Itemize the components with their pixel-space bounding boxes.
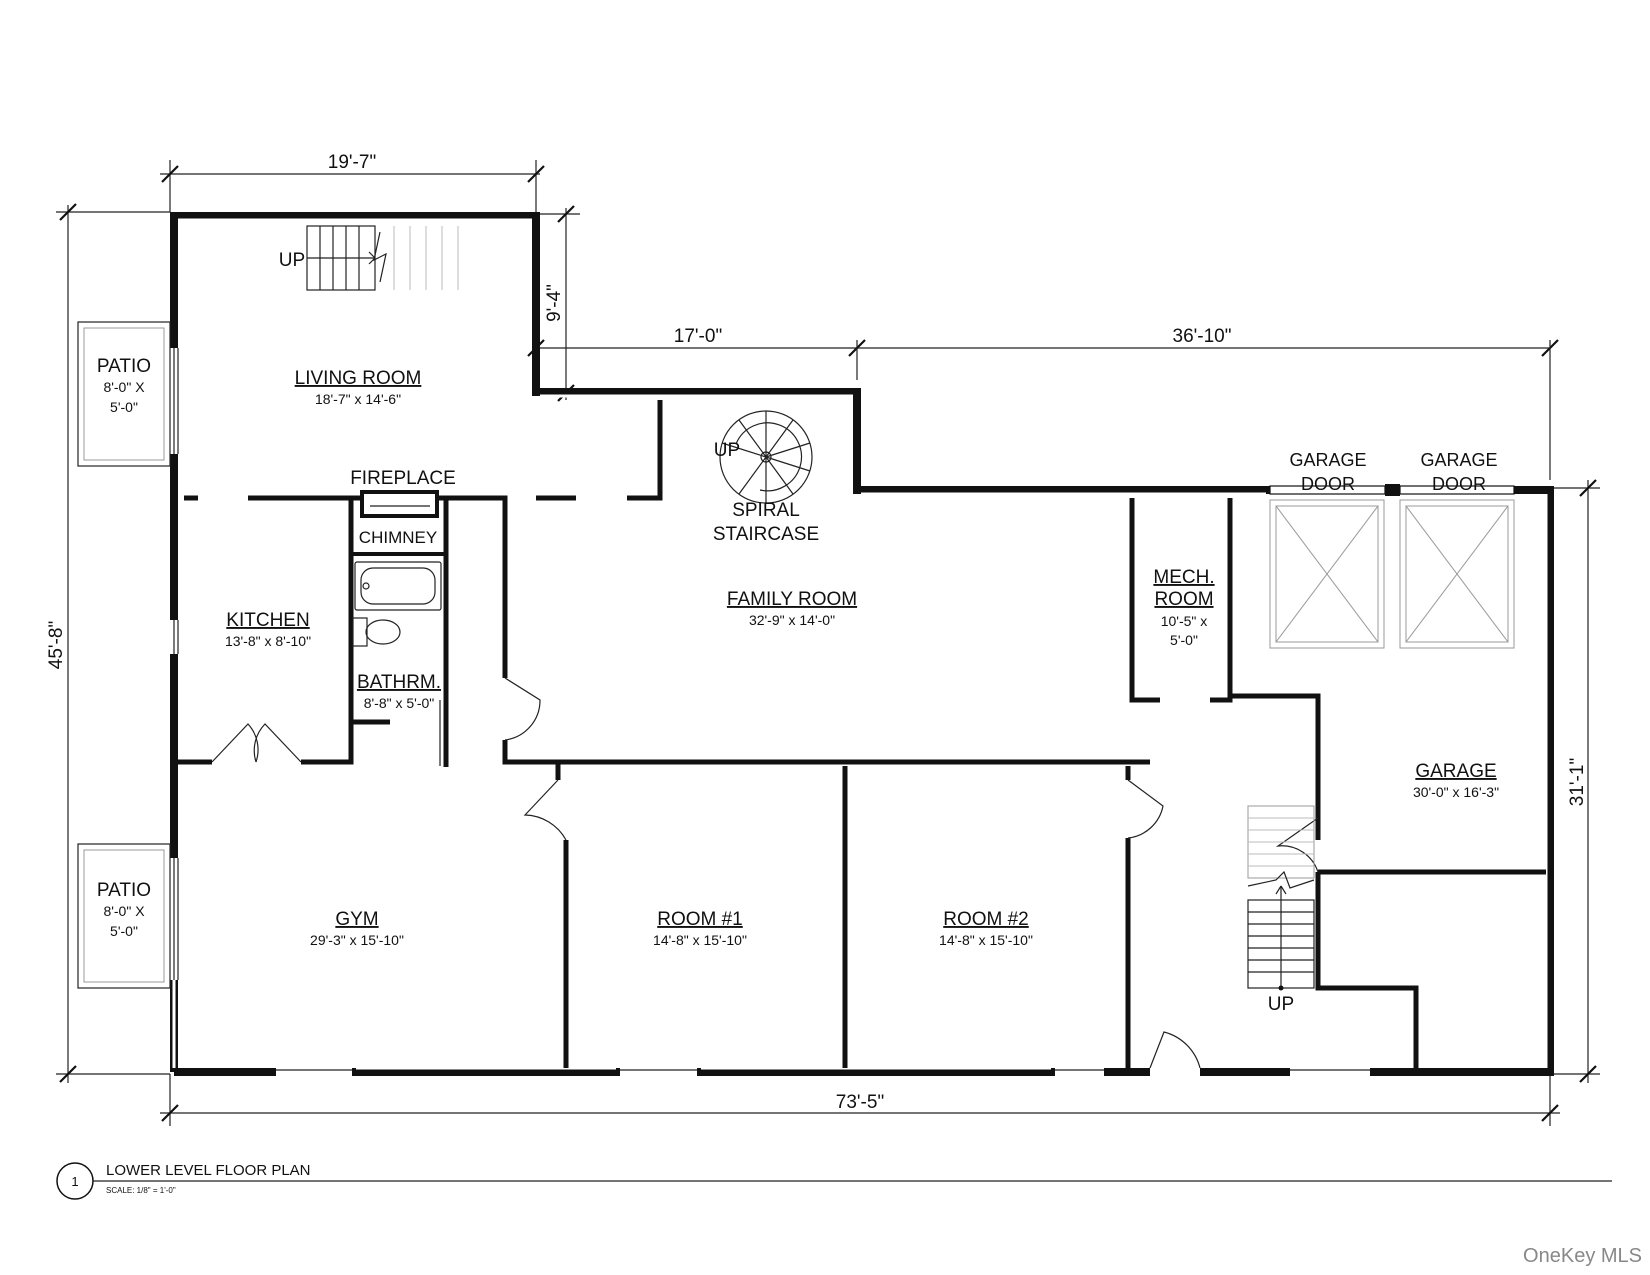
sheet-number: 1 xyxy=(71,1174,78,1189)
garage-name: GARAGE xyxy=(1415,761,1496,782)
mech-room-size-line1: 10'-5" x xyxy=(1161,613,1208,629)
patio-bottom-name: PATIO xyxy=(97,880,151,901)
door-swings xyxy=(211,677,1319,1069)
up-label-living: UP xyxy=(279,250,305,271)
plan-title: LOWER LEVEL FLOOR PLAN xyxy=(106,1162,311,1179)
feature-labels: FIREPLACE CHIMNEY SPIRAL STAIRCASE GARAG… xyxy=(279,250,1498,1015)
gym-size: 29'-3" x 15'-10" xyxy=(310,932,404,948)
spiral-label-line2: STAIRCASE xyxy=(713,524,819,545)
room2-name: ROOM #2 xyxy=(943,909,1029,930)
patio-top-name: PATIO xyxy=(97,356,151,377)
watermark: OneKey MLS xyxy=(1523,1245,1642,1267)
mech-room-name-line2: ROOM xyxy=(1154,589,1213,610)
fireplace-label: FIREPLACE xyxy=(350,468,456,489)
spiral-staircase xyxy=(719,410,813,504)
bathroom-fixtures xyxy=(352,561,442,647)
dim-step-vertical: 9'-4" xyxy=(544,284,565,322)
garage-door-tracks xyxy=(1269,499,1515,649)
living-room-name: LIVING ROOM xyxy=(295,368,422,389)
patios xyxy=(77,321,171,989)
dimension-lines xyxy=(56,160,1600,1126)
room1-size: 14'-8" x 15'-10" xyxy=(653,932,747,948)
up-label-garage: UP xyxy=(1268,994,1294,1015)
title-block: 1 LOWER LEVEL FLOOR PLAN SCALE: 1/8" = 1… xyxy=(56,1162,1612,1200)
patio-top-size-line2: 5'-0" xyxy=(110,399,138,415)
up-label-spiral: UP xyxy=(714,440,740,461)
garage-stairs xyxy=(1247,805,1315,991)
bathroom-size: 8'-8" x 5'-0" xyxy=(364,695,435,711)
kitchen-size: 13'-8" x 8'-10" xyxy=(225,633,311,649)
mech-room-name-line1: MECH. xyxy=(1153,567,1214,588)
plan-scale: SCALE: 1/8" = 1'-0" xyxy=(106,1186,176,1195)
dim-overall-height: 45'-8" xyxy=(46,621,67,669)
garage-door-right-line2: DOOR xyxy=(1432,474,1486,494)
garage-door-left-line2: DOOR xyxy=(1301,474,1355,494)
dim-top-living: 19'-7" xyxy=(328,152,376,173)
room-labels: LIVING ROOM 18'-7" x 14'-6" KITCHEN 13'-… xyxy=(97,356,1499,948)
patio-top-size-line1: 8'-0" X xyxy=(103,379,145,395)
spiral-label-line1: SPIRAL xyxy=(732,500,800,521)
garage-door-right-line1: GARAGE xyxy=(1420,450,1497,470)
family-room-name: FAMILY ROOM xyxy=(727,589,857,610)
room1-name: ROOM #1 xyxy=(657,909,743,930)
family-room-size: 32'-9" x 14'-0" xyxy=(749,612,835,628)
living-room-size: 18'-7" x 14'-6" xyxy=(315,391,401,407)
dim-overall-width: 73'-5" xyxy=(836,1092,884,1113)
kitchen-name: KITCHEN xyxy=(226,610,309,631)
dim-right-height: 31'-1" xyxy=(1567,758,1588,806)
room2-size: 14'-8" x 15'-10" xyxy=(939,932,1033,948)
patio-bottom-size-line2: 5'-0" xyxy=(110,923,138,939)
dimension-labels: 19'-7" 9'-4" 17'-0" 36'-10" 45'-8" 31'-1… xyxy=(46,152,1588,1113)
dim-top-family: 17'-0" xyxy=(674,326,722,347)
dim-top-right: 36'-10" xyxy=(1173,326,1232,347)
chimney-label: CHIMNEY xyxy=(359,528,437,547)
exterior-walls xyxy=(170,212,1554,1076)
gym-name: GYM xyxy=(335,909,378,930)
interior-walls xyxy=(178,400,1546,1068)
garage-size: 30'-0" x 16'-3" xyxy=(1413,784,1499,800)
mech-room-size-line2: 5'-0" xyxy=(1170,632,1198,648)
patio-bottom-size-line1: 8'-0" X xyxy=(103,903,145,919)
garage-door-left-line1: GARAGE xyxy=(1289,450,1366,470)
living-stairs xyxy=(306,225,459,291)
bathroom-name: BATHRM. xyxy=(357,672,441,693)
